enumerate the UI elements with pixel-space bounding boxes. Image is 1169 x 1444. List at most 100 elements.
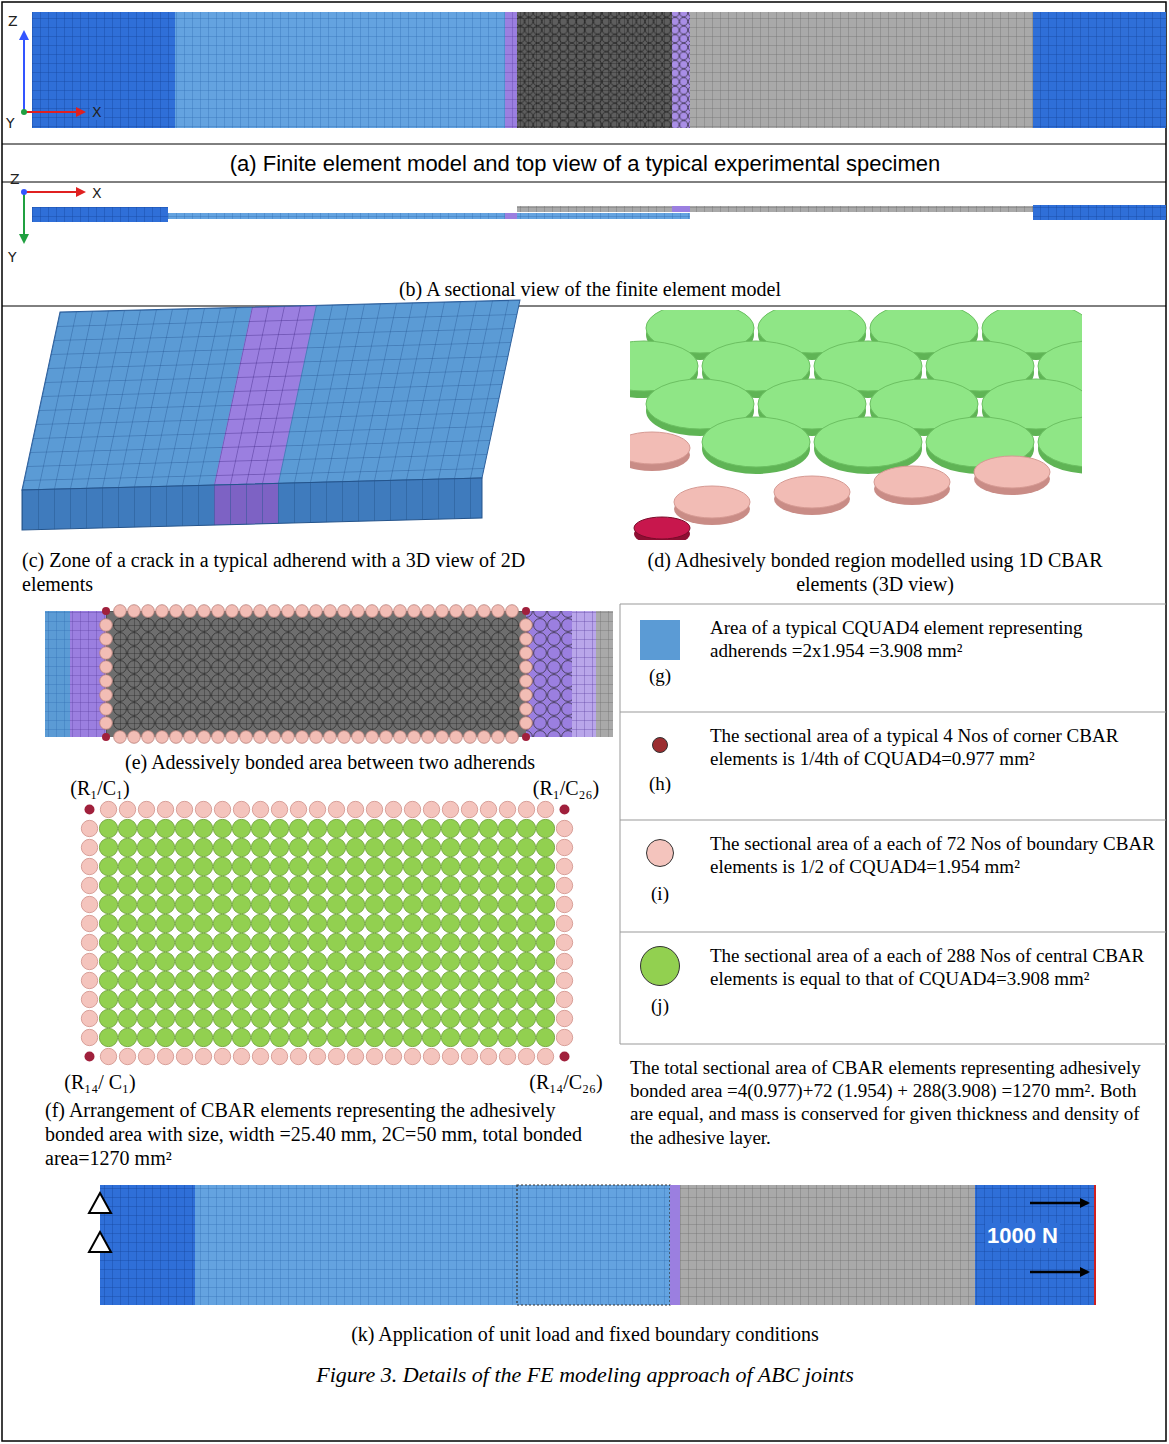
specimen-mesh xyxy=(690,12,1033,128)
legend-text: The sectional area of a typical 4 Nos of… xyxy=(710,724,1158,770)
specimen-mesh xyxy=(517,12,672,128)
axis-triad xyxy=(21,189,84,242)
loaded-model xyxy=(195,1185,517,1305)
text-slot: Figure 3. Details of the FE modeling app… xyxy=(316,1362,854,1388)
grid-position-label: (R₁/C₁) xyxy=(70,776,130,800)
table-line xyxy=(620,820,1166,821)
crack-zone-plate xyxy=(22,300,520,490)
text-slot: Y xyxy=(8,248,17,266)
text-slot: (k) Application of unit load and fixed b… xyxy=(351,1322,819,1346)
specimen-mesh xyxy=(1033,12,1166,128)
legend-swatch xyxy=(640,946,680,986)
bonded-area xyxy=(572,611,596,737)
legend-text: The sectional area of a each of 72 Nos o… xyxy=(710,832,1158,878)
table-line xyxy=(620,712,1166,713)
text-slot: The total sectional area of CBAR element… xyxy=(630,1056,1160,1149)
loaded-model xyxy=(195,1185,517,1305)
specimen-section xyxy=(517,206,1033,212)
crack-zone-plate xyxy=(22,478,482,530)
specimen-mesh xyxy=(32,12,1166,128)
text-slot: Z xyxy=(10,170,20,188)
cbar-elements xyxy=(702,417,810,467)
specimen-section xyxy=(1033,205,1166,220)
text-slot: (h) xyxy=(649,772,671,795)
legend-swatch xyxy=(640,620,680,660)
axis-triad xyxy=(21,32,84,115)
specimen-section xyxy=(168,213,690,219)
cbar-elements xyxy=(774,476,850,508)
text-slot: (b) A sectional view of the finite eleme… xyxy=(399,277,781,301)
specimen-section xyxy=(672,206,690,212)
axis-label: Y xyxy=(8,250,17,265)
text-slot: The sectional area of a typical 4 Nos of… xyxy=(710,724,1158,770)
table-line xyxy=(620,604,1166,605)
cbar-grid xyxy=(555,819,574,1047)
table-line xyxy=(620,932,1166,933)
loaded-model xyxy=(517,1185,670,1305)
text-slot: (d) Adhesively bonded region modelled us… xyxy=(625,548,1125,596)
loaded-model xyxy=(1094,1185,1096,1305)
specimen-mesh xyxy=(690,12,1033,128)
bonded-area xyxy=(519,618,533,730)
cbar-grid xyxy=(99,1047,555,1066)
specimen-mesh xyxy=(672,12,690,128)
text-slot: (f) Arrangement of CBAR elements represe… xyxy=(45,1098,610,1170)
frame-line xyxy=(2,182,1166,183)
bonded-area xyxy=(99,618,113,730)
cbar-elements xyxy=(634,517,690,539)
legend-text: The sectional area of a each of 288 Nos … xyxy=(710,944,1158,990)
subfigure-caption: (f) Arrangement of CBAR elements represe… xyxy=(45,1098,610,1170)
loaded-model xyxy=(670,1185,680,1305)
specimen-mesh xyxy=(1033,12,1166,128)
cbar-elements xyxy=(874,466,950,498)
bonded-area xyxy=(102,607,110,615)
cbar-grid xyxy=(85,805,95,815)
subfigure-caption: (d) Adhesively bonded region modelled us… xyxy=(625,548,1125,596)
bonded-area xyxy=(596,611,613,737)
bonded-area xyxy=(45,604,613,744)
axis-label: Y xyxy=(6,116,15,131)
text-slot: (R₁₄/C₂₆) xyxy=(529,1070,602,1094)
specimen-mesh xyxy=(517,12,672,128)
text-slot: The sectional area of a each of 288 Nos … xyxy=(710,944,1158,990)
specimen-section xyxy=(1033,205,1166,220)
cbar-elements xyxy=(630,310,1082,540)
axis-label: X xyxy=(92,186,102,201)
bonded-area xyxy=(45,611,70,737)
legend-swatch xyxy=(652,737,668,753)
cbar-grid xyxy=(85,1052,95,1062)
loaded-model xyxy=(975,1185,1095,1305)
frame-line xyxy=(2,144,1166,145)
frame-line xyxy=(2,306,1166,307)
subfigure-caption: (b) A sectional view of the finite eleme… xyxy=(399,277,781,301)
specimen-section xyxy=(32,205,1166,222)
legend-tag: (i) xyxy=(651,882,669,905)
text-slot: (i) xyxy=(651,882,669,905)
bonded-area xyxy=(102,733,110,741)
specimen-mesh xyxy=(175,12,505,128)
text-slot: Z xyxy=(8,12,18,30)
cbar-grid xyxy=(99,800,555,819)
crack-zone-plate xyxy=(22,300,520,490)
text-slot: (j) xyxy=(651,994,669,1017)
cbar-grid xyxy=(560,805,570,815)
bonded-area xyxy=(522,607,530,615)
subfigure-caption: (e) Adessively bonded area between two a… xyxy=(125,750,535,774)
crack-zone-plate xyxy=(22,300,520,490)
specimen-mesh xyxy=(175,12,505,128)
text-slot: (a) Finite element model and top view of… xyxy=(230,151,940,177)
specimen-section xyxy=(32,207,168,222)
specimen-section xyxy=(32,207,168,222)
loaded-model xyxy=(517,1185,670,1305)
loaded-model xyxy=(680,1185,975,1305)
loaded-model xyxy=(100,1185,195,1305)
specimen-mesh xyxy=(32,12,175,128)
cbar-grid xyxy=(80,819,99,1047)
crack-zone-plate xyxy=(22,478,482,530)
table-line xyxy=(620,1044,1166,1045)
specimen-section xyxy=(168,213,690,219)
support-symbol xyxy=(89,1193,111,1213)
loaded-model xyxy=(100,1185,195,1305)
crack-zone-plate xyxy=(214,483,278,525)
